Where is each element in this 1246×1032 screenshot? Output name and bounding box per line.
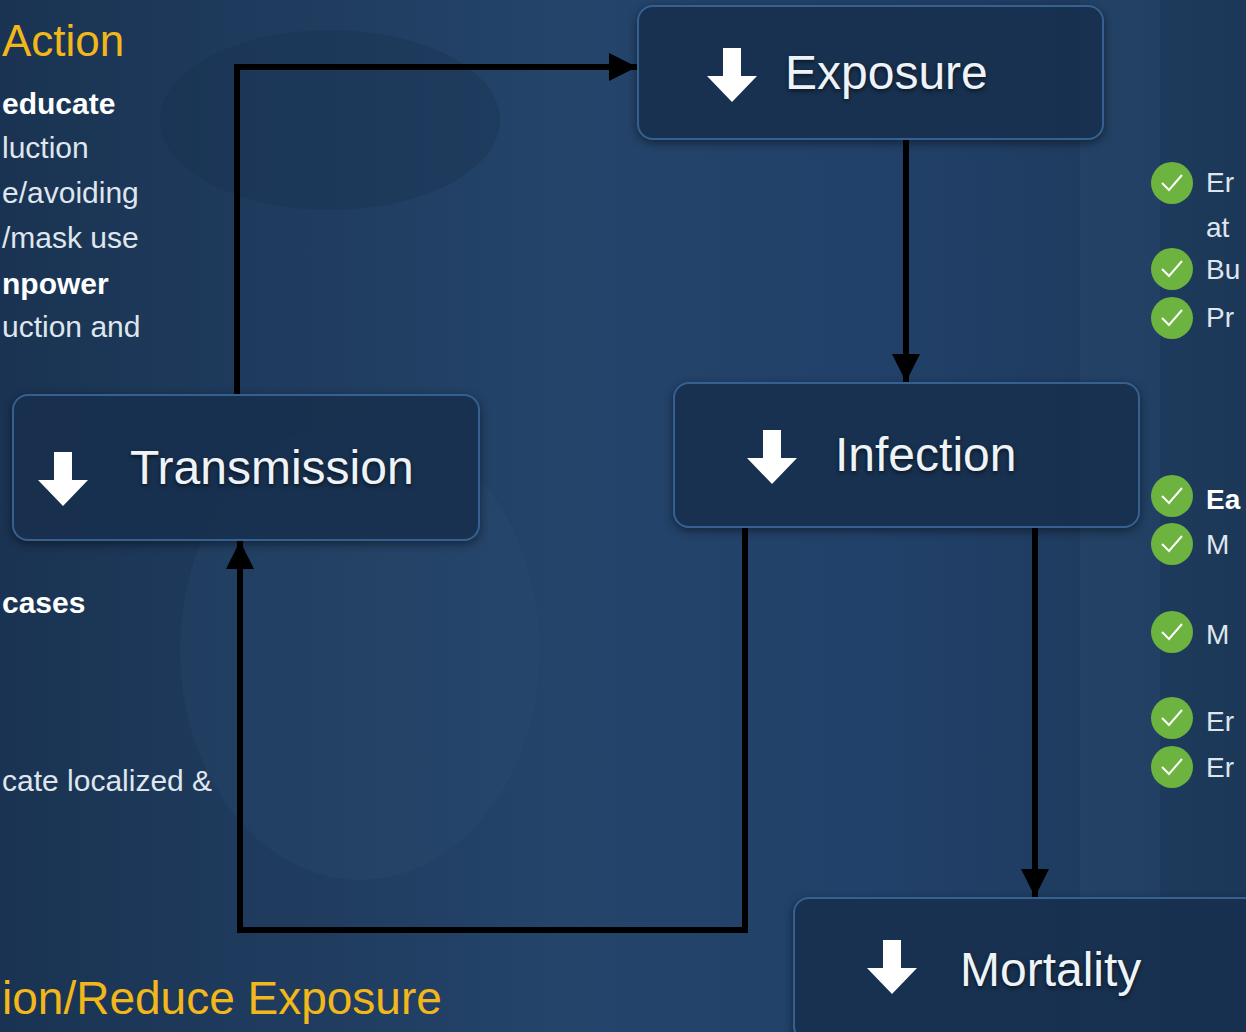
- check-icon: [1151, 523, 1193, 565]
- down-arrow-icon: [38, 452, 88, 506]
- check-icon: [1151, 248, 1193, 290]
- action-text: luction: [2, 130, 89, 166]
- box-label: Mortality: [960, 942, 1141, 997]
- process-box: Infection: [673, 382, 1140, 528]
- section-heading: ion/Reduce Exposure: [2, 971, 442, 1026]
- check-item-text: Bu: [1206, 253, 1240, 287]
- process-box: Transmission: [12, 394, 480, 541]
- box-label: Transmission: [130, 440, 414, 495]
- check-item-text: Er: [1206, 751, 1234, 785]
- flow-arrow: [240, 528, 745, 930]
- section-heading: Action: [2, 14, 124, 67]
- action-text: npower: [2, 266, 109, 302]
- check-icon: [1151, 746, 1193, 788]
- check-icon: [1151, 475, 1193, 517]
- check-item-text: at: [1206, 211, 1229, 245]
- down-arrow-icon: [747, 430, 797, 484]
- action-text: cases: [2, 585, 85, 621]
- flow-arrow: [237, 67, 637, 394]
- action-text: uction and: [2, 309, 140, 345]
- check-icon: [1151, 611, 1193, 653]
- check-item-text: M: [1206, 618, 1229, 652]
- process-box: Mortality: [793, 897, 1246, 1032]
- check-icon: [1151, 162, 1193, 204]
- check-item-text: Er: [1206, 705, 1234, 739]
- box-label: Infection: [835, 427, 1016, 482]
- check-icons: [1151, 162, 1193, 788]
- action-text: e/avoiding: [2, 175, 139, 211]
- action-text: educate: [2, 86, 115, 122]
- check-item-text: M: [1206, 528, 1229, 562]
- flow-arrow: [1032, 528, 1038, 897]
- process-box: Exposure: [637, 5, 1104, 140]
- check-item-text: Er: [1206, 166, 1234, 200]
- check-icon: [1151, 297, 1193, 339]
- check-item-text: Ea: [1206, 483, 1240, 517]
- box-label: Exposure: [785, 45, 988, 100]
- check-icon: [1151, 697, 1193, 739]
- down-arrow-icon: [707, 48, 757, 102]
- action-text: /mask use: [2, 220, 139, 256]
- check-item-text: Pr: [1206, 301, 1234, 335]
- hat-shape: [160, 30, 500, 210]
- flow-arrow: [903, 140, 909, 382]
- down-arrow-icon: [867, 940, 917, 994]
- action-text: cate localized &: [2, 763, 212, 799]
